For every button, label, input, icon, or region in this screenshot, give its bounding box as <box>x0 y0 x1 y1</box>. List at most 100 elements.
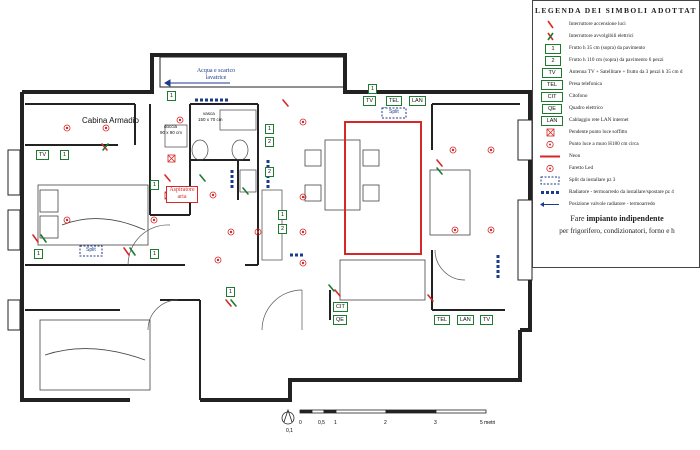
legend-text: Interruttore avvolgibili elettrici <box>569 33 634 39</box>
legend-panel: LEGENDA DEI SIMBOLI ADOTTAT Interruttore… <box>532 0 700 268</box>
legend-text: Radiatore - termoarredo da installare/sp… <box>569 189 674 195</box>
switches <box>32 99 443 307</box>
legend-row-qe: QE Quadro elettrico <box>537 104 700 114</box>
legend-row-outlet-1: 1 Frutto h 35 cm (sopra) da pavimento <box>537 44 700 54</box>
legend-box: 2 <box>545 56 561 66</box>
split-icon <box>540 176 560 185</box>
led-spots <box>63 116 495 267</box>
legend-row-switch-lights: Interruttore accensione luci <box>537 20 700 30</box>
room-label-cabina: Cabina Armadio <box>82 116 139 125</box>
lan-outlet-top: LAN <box>409 96 426 106</box>
legend-text: Neon <box>569 153 581 159</box>
outlet-1-a: 1 <box>60 150 70 160</box>
bed-left <box>37 184 149 246</box>
legend-row-cit: CIT Citofono <box>537 92 700 102</box>
legend-title: LEGENDA DEI SIMBOLI ADOTTAT <box>535 6 697 15</box>
tel-outlet-bottom: TEL <box>434 315 451 325</box>
scale-tick-2: 1 <box>334 420 337 426</box>
green-switch-icon <box>547 32 554 41</box>
pendant-icon <box>546 128 555 137</box>
legend-text: Split da installare pz 3 <box>569 177 616 183</box>
legend-note-1b: impianto indipendente <box>586 214 664 223</box>
outlet-2-c: 2 <box>278 224 288 234</box>
legend-text: Frutto h 110 cm (sopra) da pavimento 6 p… <box>569 57 664 63</box>
legend-box: LAN <box>541 116 563 126</box>
legend-row-neon: Neon <box>537 152 700 162</box>
legend-text: Antenna TV + Satellitare + frutto da 3 p… <box>569 69 683 75</box>
outer-walls <box>20 53 532 402</box>
legend-row-split: Split da installare pz 3 <box>537 176 700 186</box>
split-label-left: Split <box>86 247 96 253</box>
legend-text: Frutto h 35 cm (sopra) da pavimento <box>569 45 646 51</box>
aspiratore-box: Aspiratore aria <box>166 186 198 203</box>
radiator-icon <box>541 191 559 194</box>
room-label-vasca-dim: 150 x 70 cm <box>198 117 223 122</box>
legend-box: CIT <box>541 92 563 102</box>
legend-row-switch-blinds: Interruttore avvolgibili elettrici <box>537 32 700 42</box>
room-label-doccia: doccia <box>164 124 178 129</box>
outlet-1-g: 1 <box>368 84 378 94</box>
legend-text: Citofono <box>569 93 588 99</box>
outlet-1-e: 1 <box>150 249 160 259</box>
legend-note-1a: Fare <box>570 214 587 223</box>
scale-tick-3: 2 <box>384 420 387 426</box>
legend-box: TV <box>542 68 562 78</box>
tv-outlet-top: TV <box>363 96 377 106</box>
outlet-1-i: 1 <box>278 210 288 220</box>
room-label-doccia-dim: 90 x 90 cm <box>160 130 183 135</box>
legend-text: Quadro elettrico <box>569 105 603 111</box>
legend-row-tv: TV Antenna TV + Satellitare + frutto da … <box>537 68 700 78</box>
neon-icon <box>540 155 560 158</box>
scale-tick-5: 5 metri <box>480 420 496 426</box>
split-units <box>79 107 407 257</box>
legend-text: Posizione valvole radiatore - termoarred… <box>569 201 656 207</box>
lan-outlet-bottom: LAN <box>457 315 474 325</box>
legend-box: TEL <box>541 80 563 90</box>
legend-text: Faretto Led <box>569 165 594 171</box>
water-label-line2: lavatrice <box>205 75 227 81</box>
tv-outlet-left: TV <box>36 150 50 160</box>
legend-row-tel: TEL Presa telefonica <box>537 80 700 90</box>
windows <box>7 56 533 331</box>
legend-row-radiator: Radiatore - termoarredo da installare/sp… <box>537 188 700 198</box>
led-icon <box>546 164 554 173</box>
water-label: Acqua e scarico lavatrice <box>186 68 246 82</box>
qe-panel: QE <box>333 315 347 325</box>
legend-row-valve: Posizione valvole radiatore - termoarred… <box>537 200 700 210</box>
aspiratore-line2: aria <box>177 194 187 200</box>
scale-tick-1: 0,5 <box>318 420 325 426</box>
legend-note-2: per frigorifero, condizionatori, forno e… <box>559 227 675 235</box>
scale-bar <box>281 408 487 425</box>
legend-row-led: Faretto Led <box>537 164 700 174</box>
bed-bottom <box>39 319 151 391</box>
legend-row-outlet-2: 2 Frutto h 110 cm (sopra) da pavimento 6… <box>537 56 700 66</box>
cit-outlet: CIT <box>333 302 348 312</box>
tel-outlet-top: TEL <box>386 96 403 106</box>
neon-rectangle <box>344 121 422 255</box>
valve-arrow-icon <box>540 202 559 207</box>
outlet-1-h: 1 <box>265 124 275 134</box>
legend-row-pendant: Pendente punto luce soffitto <box>537 128 700 138</box>
legend-text: Presa telefonica <box>569 81 602 87</box>
split-label-right: Split <box>389 109 399 115</box>
water-arrow <box>164 79 230 87</box>
wall-light-icon <box>546 140 554 149</box>
legend-note-1: Fare impianto indipendente <box>533 214 700 223</box>
outlet-2-a: 2 <box>265 137 275 147</box>
legend-box: 1 <box>545 44 561 54</box>
legend-box: QE <box>542 104 562 114</box>
door-swings <box>127 224 466 331</box>
legend-text: Pendente punto luce soffitto <box>569 129 628 135</box>
outlet-1-d: 1 <box>34 249 44 259</box>
tv-outlet-bottom: TV <box>480 315 494 325</box>
outlet-2-b: 2 <box>265 167 275 177</box>
legend-row-lan: LAN Cablaggio rete LAN internet <box>537 116 700 126</box>
outlet-1-c: 1 <box>150 180 160 190</box>
dining <box>304 139 471 301</box>
scale-tick-0: 0 <box>299 420 302 426</box>
scale-tick-4: 3 <box>434 420 437 426</box>
legend-text: Interruttore accensione luci <box>569 21 626 27</box>
red-switch-icon <box>547 20 554 29</box>
outlet-1-f: 1 <box>226 287 236 297</box>
